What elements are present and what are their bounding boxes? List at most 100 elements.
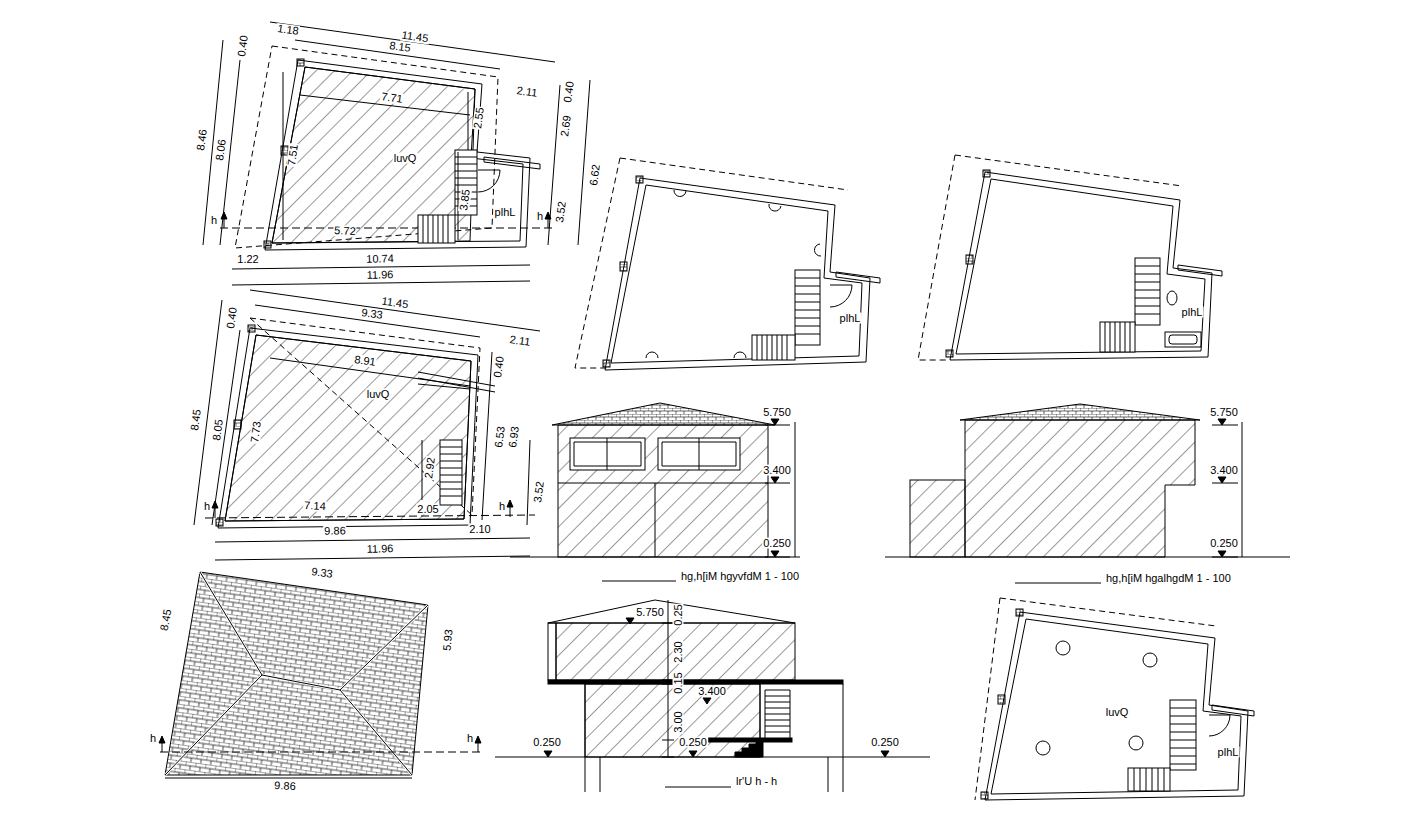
upper-floor-plan-part: [234, 420, 241, 429]
upper-floor-plan-part: [194, 290, 540, 560]
dimension-label: 0.40: [562, 80, 576, 105]
upper-floor-plan-part: [418, 372, 495, 392]
side-elevation: [885, 404, 1290, 583]
furniture-plan-part: [1212, 705, 1254, 716]
ground-floor-plan-part: [297, 59, 304, 66]
ground-floor-plan-part: [272, 67, 475, 243]
furniture-plan-part: [1143, 653, 1157, 667]
dimension-label: 3.85: [458, 188, 472, 213]
dimension-label: 3.52: [554, 200, 568, 225]
ground-floor-plan-part: [484, 157, 540, 169]
dimension-label: 1.18: [276, 23, 301, 37]
front-elevation-part: [771, 419, 779, 557]
electrical-plan-part: [830, 285, 852, 307]
dimension-label: 8.05: [211, 418, 225, 443]
view-title: lr'U h - h: [735, 776, 778, 787]
furniture-plan-part: [1209, 715, 1230, 736]
section-view-part: [585, 684, 760, 757]
front-elevation-part: [574, 438, 736, 470]
dimension-label: 6.53: [493, 425, 507, 450]
dimension-label: 7.14: [303, 500, 327, 512]
front-elevation-part: [602, 581, 676, 582]
plumbing-plan-part: [1135, 258, 1160, 325]
dimension-label: 7.73: [249, 420, 263, 445]
roof-plan-part: [165, 572, 428, 775]
furniture-plan-part: [991, 619, 1241, 794]
plumbing-plan-part: [950, 172, 1212, 360]
roof-plan-part: [165, 572, 428, 775]
section-view-part: [735, 740, 763, 757]
ground-floor-plan-part: [272, 67, 523, 243]
dimension-label: 6.62: [588, 163, 602, 188]
dimension-label: 8.91: [353, 354, 378, 368]
dimension-label: 2.10: [468, 524, 491, 535]
level-label: 3.400: [762, 465, 792, 476]
side-elevation-part: [910, 480, 965, 557]
upper-floor-plan-part: [215, 505, 510, 518]
electrical-plan-part: [603, 360, 610, 367]
room-label: luvQ: [366, 389, 391, 400]
roof-plan-part: [159, 736, 481, 743]
furniture-plan-part: [1170, 700, 1196, 770]
plumbing-plan-part: [1105, 322, 1130, 352]
furniture-plan-part: [1128, 768, 1170, 791]
ground-floor-plan: [203, 22, 590, 285]
level-label: 0.250: [1209, 538, 1239, 549]
ground-floor-plan-part: [265, 60, 530, 250]
furniture-plan-part: [998, 695, 1005, 704]
furniture-plan-part: [1036, 741, 1050, 755]
roof-plan-part: [160, 752, 480, 753]
dimension-label: 10.74: [365, 253, 395, 265]
section-view: [495, 600, 930, 792]
plumbing-plan-part: [966, 255, 973, 264]
ground-floor-plan-part: [224, 216, 548, 228]
dimension-label: 3.00: [673, 710, 684, 733]
plumbing-plan: [918, 155, 1222, 360]
electrical-plan-part: [836, 272, 880, 283]
section-view-part: [548, 623, 556, 680]
section-view-part: [548, 680, 843, 684]
section-view-part: [585, 684, 843, 757]
section-mark: h: [149, 733, 157, 744]
electrical-plan-part: [752, 335, 795, 360]
dimension-label: 2.05: [416, 504, 439, 515]
dimension-label: 6.93: [507, 425, 521, 450]
plumbing-plan-part: [956, 179, 1205, 354]
plumbing-plan-part: [1165, 332, 1201, 347]
dimension-label: 0.25: [673, 603, 684, 626]
dimension-label: 2.55: [472, 106, 486, 131]
furniture-plan-part: [1056, 641, 1070, 655]
dimension-label: 0.40: [225, 306, 239, 331]
side-elevation-part: [1218, 419, 1226, 557]
level-label: 0.250: [762, 538, 792, 549]
level-label: 0.250: [870, 737, 900, 748]
section-mark: h: [210, 215, 218, 226]
electrical-plan-part: [611, 185, 862, 363]
plumbing-plan-part: [918, 155, 1182, 360]
section-view-part: [765, 690, 790, 738]
front-elevation: [510, 403, 800, 581]
level-label: 3.400: [697, 686, 727, 697]
furniture-plan-part: [1170, 708, 1196, 764]
ground-floor-plan-part: [264, 241, 271, 248]
upper-floor-plan-part: [225, 335, 471, 521]
plumbing-plan-part: [1169, 335, 1197, 344]
level-label: 5.750: [635, 607, 665, 618]
dimension-label: 8.45: [159, 608, 174, 633]
section-view-part: [700, 738, 792, 742]
dimension-label: 7.51: [286, 143, 300, 168]
level-label: 5.750: [1209, 407, 1239, 418]
dimension-label: 0.15: [673, 671, 684, 694]
side-elevation-part: [965, 420, 1195, 557]
furniture-plan-part: [1134, 768, 1164, 791]
dimension-label: 8.15: [388, 40, 413, 54]
room-label: plhL: [1181, 307, 1204, 318]
dimension-label: 11.45: [380, 296, 410, 311]
section-mark: h: [536, 211, 544, 222]
plumbing-plan-part: [1178, 265, 1222, 276]
level-label: 0.250: [532, 737, 562, 748]
front-elevation-part: [655, 483, 656, 557]
upper-floor-plan-part: [212, 500, 513, 508]
